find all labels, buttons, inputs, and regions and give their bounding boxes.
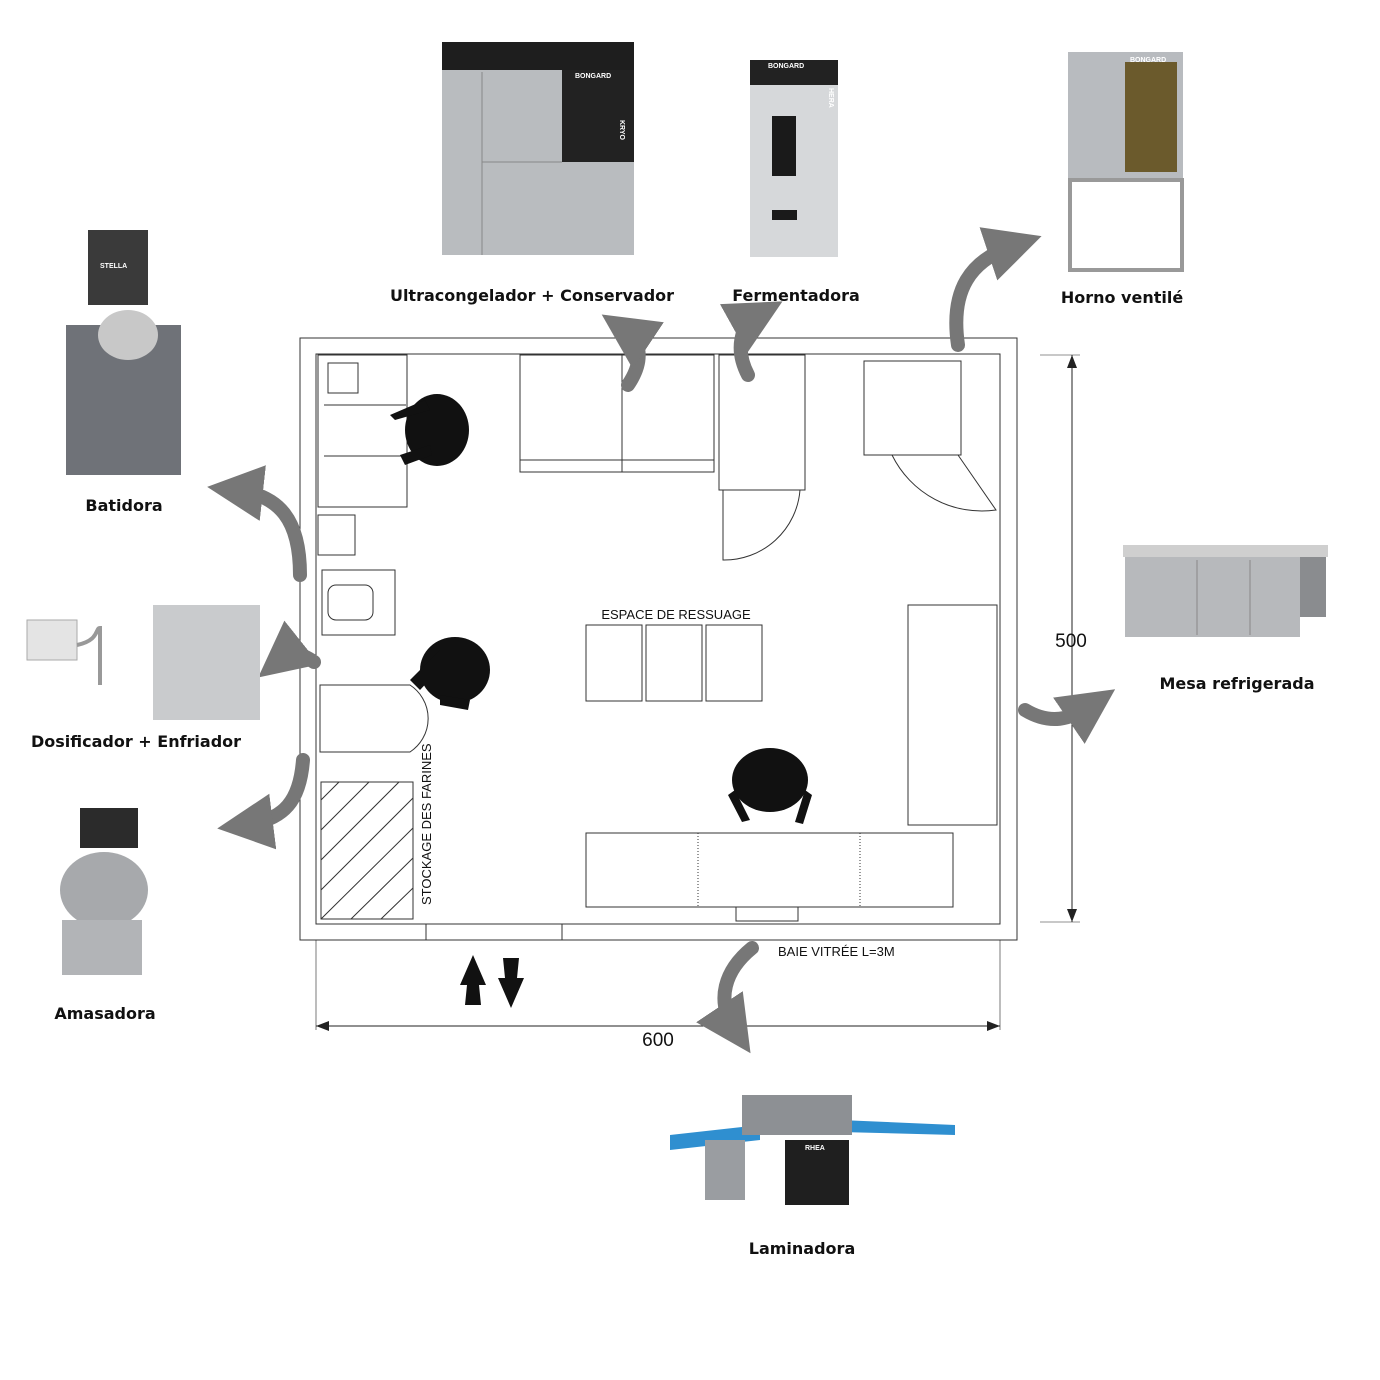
plan-horno <box>863 360 962 456</box>
person-silhouettes <box>390 394 812 824</box>
label-mesa: Mesa refrigerada <box>1159 674 1315 693</box>
plan-mesa <box>907 604 998 826</box>
label-ultracongelador: Ultracongelador + Conservador <box>389 286 675 305</box>
plan-worktable <box>317 354 408 508</box>
label-batidora: Batidora <box>85 496 163 515</box>
label-amasadora: Amasadora <box>54 1004 156 1023</box>
ressuage-label: ESPACE DE RESSUAGE <box>601 607 751 622</box>
svg-text:BONGARD: BONGARD <box>1130 57 1166 64</box>
flour-storage-label: STOCKAGE DES FARINES <box>419 743 434 905</box>
laminadora-image: RHEA <box>670 1095 955 1205</box>
dosificador-image <box>26 605 260 720</box>
svg-text:BONGARD: BONGARD <box>575 73 611 80</box>
plan-batidora <box>321 569 396 636</box>
ultracongelador-image: BONGARD KRYO <box>442 42 634 255</box>
plan-ultracongelador <box>519 354 715 473</box>
arrow-to-ultracongelador <box>601 314 664 392</box>
plan-fermentadora <box>718 354 806 491</box>
amasadora-image <box>60 808 148 975</box>
mesa-image <box>1123 545 1328 637</box>
svg-text:HERA: HERA <box>827 88 834 108</box>
label-fermentadora: Fermentadora <box>732 286 860 305</box>
svg-text:RHEA: RHEA <box>805 1145 825 1152</box>
svg-text:KRYO: KRYO <box>618 120 625 141</box>
plan-rack <box>705 624 763 702</box>
baie-vitree-label: BAIE VITRÉE L=3M <box>778 944 895 959</box>
batidora-image: STELLA <box>66 230 181 475</box>
label-dosificador: Dosificador + Enfriador <box>30 732 242 751</box>
plan-rack <box>585 624 643 702</box>
svg-text:STELLA: STELLA <box>100 263 127 270</box>
entrance-arrows-icon <box>460 955 524 1008</box>
plan-laminadora <box>585 832 954 908</box>
plan-rack <box>645 624 703 702</box>
fermentadora-image: BONGARD HERA <box>750 60 838 257</box>
width-dimension: 600 <box>642 1030 674 1051</box>
horno-image: BONGARD <box>1068 52 1184 272</box>
flow-arrows <box>207 227 1116 1054</box>
label-laminadora: Laminadora <box>748 1239 856 1258</box>
height-dimension: 500 <box>1055 631 1087 652</box>
plan-sink <box>317 514 356 556</box>
dimension-lines: 500 600 <box>315 354 1087 1051</box>
plan-amasadora <box>319 684 429 753</box>
plan-flour-storage: STOCKAGE DES FARINES <box>320 743 434 920</box>
label-horno: Horno ventilé <box>1060 288 1184 307</box>
floor-plan: STOCKAGE DES FARINES ESPACE DE RESSUAGE <box>299 337 1087 1051</box>
svg-text:BONGARD: BONGARD <box>768 63 804 70</box>
